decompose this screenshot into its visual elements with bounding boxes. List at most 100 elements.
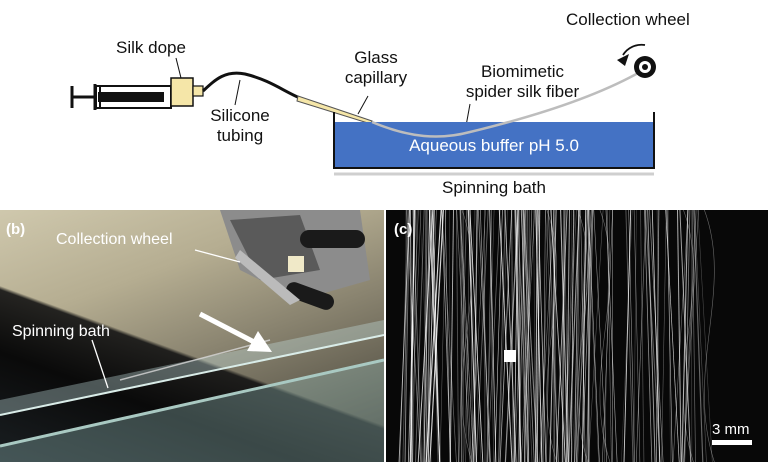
fiber-strand — [414, 210, 425, 462]
fiber-strand — [575, 210, 581, 462]
arrow-down-right-icon — [198, 311, 272, 352]
fiber-strand — [402, 210, 410, 462]
fiber-strand — [467, 210, 477, 462]
fiber-strand — [561, 210, 565, 462]
fiber-strand — [694, 210, 707, 462]
fiber-strand — [587, 210, 599, 462]
panel-b-scene — [0, 210, 384, 462]
fiber-strand — [536, 210, 541, 462]
fiber-strand — [498, 210, 508, 462]
fiber-strand — [644, 210, 661, 462]
fiber-strand — [586, 210, 594, 462]
fiber-strand — [683, 210, 697, 462]
fiber-strand — [672, 210, 689, 462]
biomimetic-fiber-label-line1: Biomimetic — [480, 62, 565, 81]
fiber-strand — [520, 210, 533, 462]
fiber-strand — [449, 210, 454, 462]
silicone-tubing-label-line1: Silicone — [210, 106, 270, 125]
fiber-strand — [412, 210, 418, 462]
biomimetic-fiber-label-line2: spider silk fiber — [465, 82, 580, 101]
fiber-strand — [581, 210, 587, 462]
fiber-strand — [405, 210, 422, 462]
fiber-strand — [499, 210, 513, 462]
fiber-strand — [489, 210, 497, 462]
fiber-strand — [553, 210, 555, 462]
fiber-strand — [449, 210, 451, 462]
collection-wheel-icon — [617, 43, 656, 78]
fiber-strand — [581, 210, 593, 462]
fiber-strand — [517, 210, 527, 462]
fiber-strand — [521, 210, 529, 462]
fiber-strand — [588, 210, 600, 462]
fiber-strand — [633, 210, 641, 462]
fiber-micrograph — [398, 210, 715, 462]
curved-fiber-strand — [599, 210, 611, 462]
fiber-strand — [487, 210, 501, 462]
fiber-strand — [428, 210, 441, 462]
tubing-leader — [234, 79, 241, 106]
fiber-strand — [602, 210, 613, 462]
fiber-strand — [568, 210, 580, 462]
fiber-strand — [409, 210, 413, 462]
fiber-strand — [563, 210, 577, 462]
fiber-strand — [676, 210, 682, 462]
fiber-strand — [522, 210, 526, 462]
fiber-strand — [684, 210, 691, 462]
curved-fiber-strand — [683, 210, 694, 462]
fiber-strand — [527, 210, 530, 462]
fiber-strand — [513, 210, 519, 462]
curved-fiber-strand — [461, 210, 473, 462]
glass-capillary-label-line1: Glass — [354, 48, 398, 67]
curved-fiber-strand — [577, 210, 589, 462]
fiber-strand — [640, 210, 645, 462]
fiber-strand — [656, 210, 660, 462]
fiber-strand — [473, 210, 478, 462]
fiber-strand — [424, 210, 434, 462]
fiber-strand — [425, 210, 442, 462]
fiber-strand — [511, 210, 514, 462]
fiber-strand — [656, 210, 660, 462]
panel-b-spinning-bath-label: Spinning bath — [12, 323, 110, 340]
fiber-strand — [458, 210, 468, 462]
glass-capillary-label: Glass capillary — [336, 48, 416, 88]
fiber-strand — [697, 210, 713, 462]
fiber-strand — [514, 210, 528, 462]
silicone-tubing-line — [201, 71, 301, 100]
photo-panel-b: (b) Collection wheel Spinning bath — [0, 210, 384, 462]
fiber-strand — [465, 210, 471, 462]
fiber-strand — [460, 210, 474, 462]
schematic-drawing — [70, 43, 656, 176]
fiber-strand — [605, 210, 618, 462]
fiber-strand — [417, 210, 434, 462]
fiber-strand — [459, 210, 472, 462]
fiber-strand — [494, 210, 503, 462]
fiber-strand — [550, 210, 566, 462]
spinning-bath-container — [333, 112, 655, 176]
fiber-strand — [625, 210, 634, 462]
silk-dope-leader — [175, 57, 182, 79]
panel-c-letter: (c) — [394, 221, 413, 238]
fiber-strand — [539, 210, 555, 462]
fiber-strand — [661, 210, 667, 462]
fiber-strand — [456, 210, 459, 462]
collection-wheel-mechanism — [220, 210, 370, 310]
fiber-strand — [469, 210, 473, 462]
fiber-strand — [407, 210, 416, 462]
fiber-strand — [535, 210, 538, 462]
fiber-strand — [423, 210, 430, 462]
fiber-strand — [593, 210, 607, 462]
fiber-strand — [668, 210, 671, 462]
fiber-strand — [456, 210, 471, 462]
panel-b-collection-wheel-label: Collection wheel — [56, 231, 173, 248]
fiber-strand — [439, 210, 447, 462]
fiber-strand — [475, 210, 489, 462]
fiber-strand — [683, 210, 699, 462]
fiber-strand — [412, 210, 423, 462]
fiber-strand — [666, 210, 673, 462]
fiber-strand — [475, 210, 491, 462]
spinning-bath-label: Spinning bath — [442, 178, 546, 197]
fiber-strand — [441, 210, 457, 462]
panel-b-wheel-leader — [194, 249, 241, 263]
fiber-strand — [486, 210, 495, 462]
fiber-strand — [649, 210, 664, 462]
